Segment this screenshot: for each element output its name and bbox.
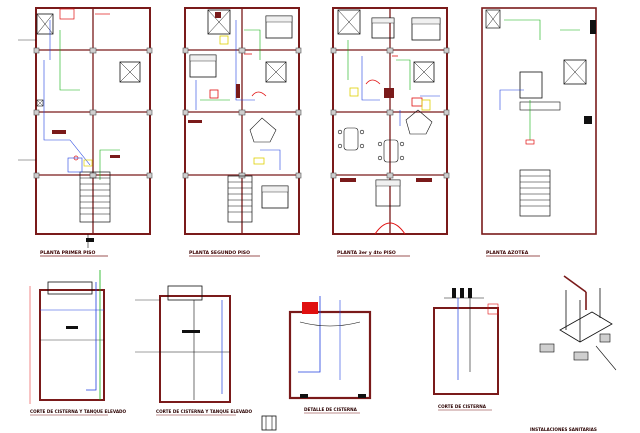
detail-cisterna-planta: DETALLE DE CISTERNA: [288, 296, 372, 414]
sheet-title: INSTALACIONES SANITARIAS: [530, 427, 597, 432]
detail-cisterna-corte-1: CORTE DE CISTERNA Y TANQUE ELEVADO: [29, 270, 127, 416]
detail-cisterna-corte-3: CORTE DE CISTERNA: [433, 288, 499, 411]
detail-cisterna-corte-3-title: CORTE DE CISTERNA: [438, 404, 487, 409]
detail-isometrico: [539, 275, 617, 371]
plan-primer-piso-title: PLANTA PRIMER PISO: [40, 250, 95, 256]
north-arrow-block: [261, 415, 277, 431]
plan-primer-piso: PLANTA PRIMER PISO: [18, 7, 153, 257]
plan-segundo-piso: PLANTA SEGUNDO PISO: [182, 7, 302, 257]
plan-tercer-piso: PLANTA 3er y 4to PISO: [330, 7, 450, 257]
plan-azotea: PLANTA AZOTEA: [481, 7, 597, 257]
detail-cisterna-corte-2: CORTE DE CISTERNA Y TANQUE ELEVADO: [135, 285, 253, 416]
plan-segundo-piso-title: PLANTA SEGUNDO PISO: [189, 250, 250, 256]
detail-cisterna-corte-2-title: CORTE DE CISTERNA Y TANQUE ELEVADO: [156, 409, 253, 414]
plan-azotea-title: PLANTA AZOTEA: [486, 250, 529, 256]
detail-cisterna-corte-1-title: CORTE DE CISTERNA Y TANQUE ELEVADO: [30, 409, 127, 414]
detail-cisterna-planta-title: DETALLE DE CISTERNA: [304, 407, 358, 412]
plan-tercer-piso-title: PLANTA 3er y 4to PISO: [337, 250, 396, 256]
